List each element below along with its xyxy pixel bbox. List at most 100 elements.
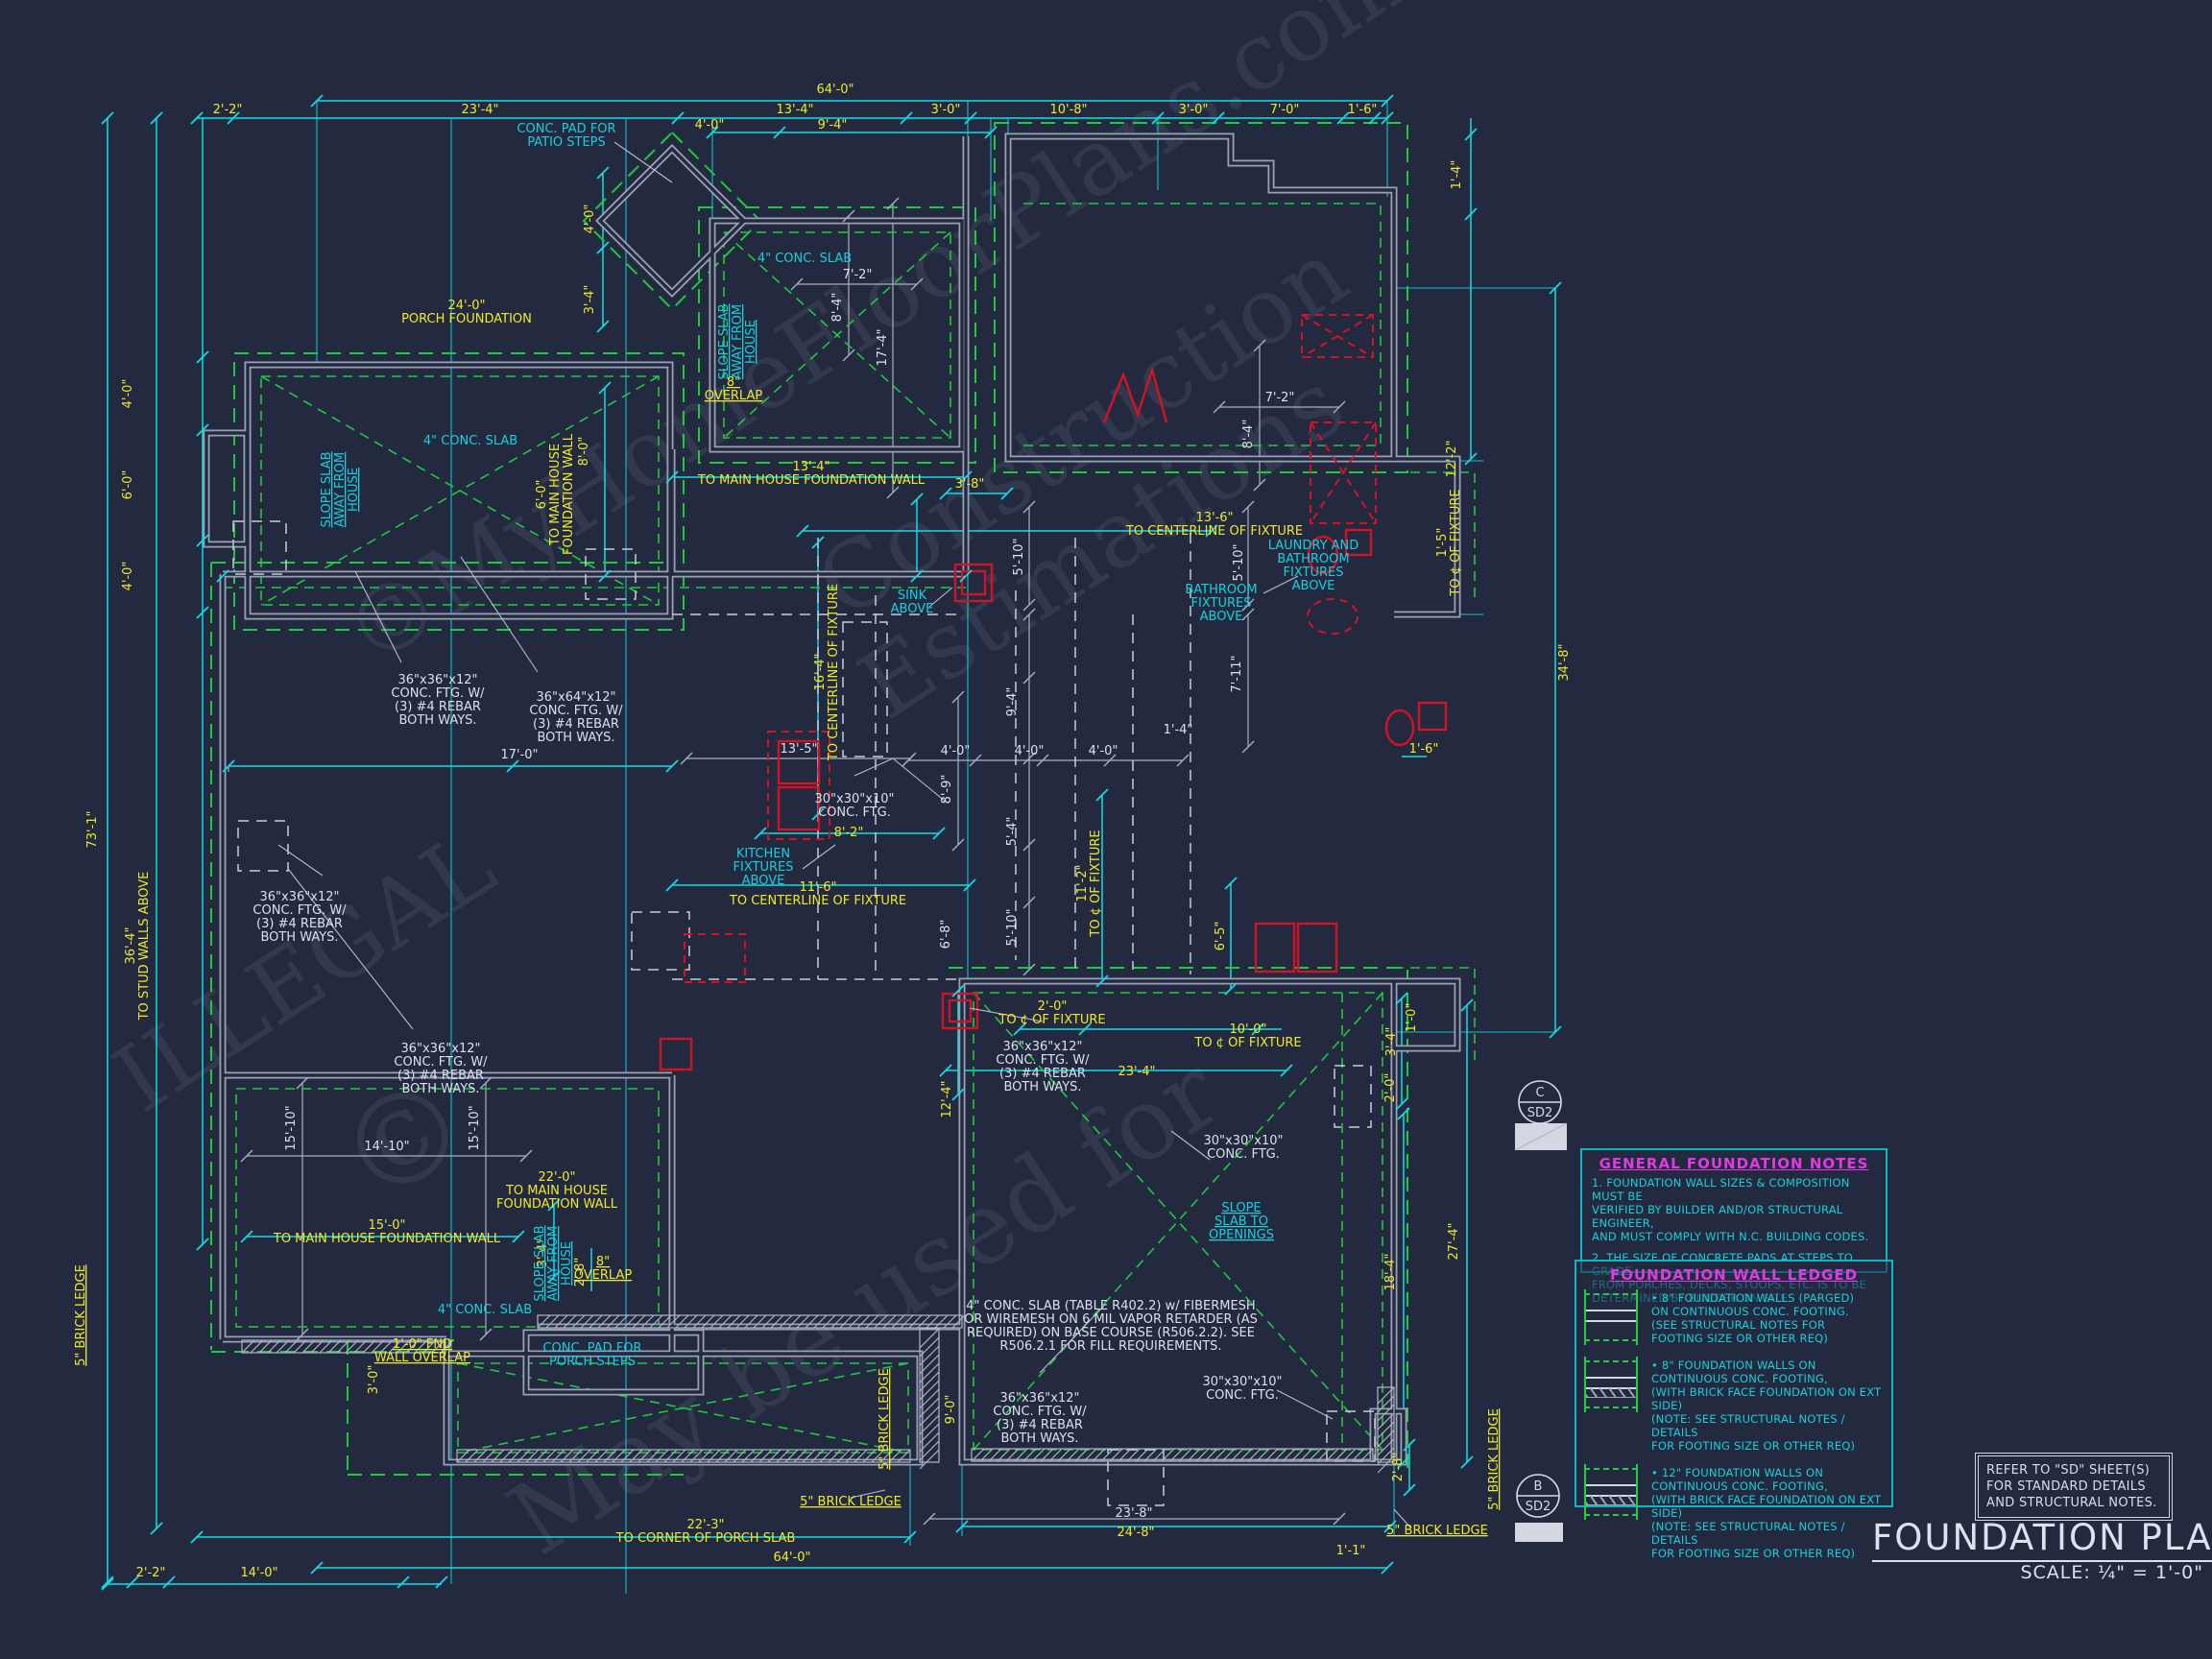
hatch-line [839,1314,854,1329]
svg-el: 36'-4" [124,926,138,964]
plan-label: 8'-2" [834,826,864,840]
svg-el: TO MAIN HOUSE FOUNDATION WALL [697,473,926,488]
hatch-line [414,1339,428,1354]
dim-tick [598,381,612,395]
plan-label: 4'-0" [121,562,135,591]
hatch-line [919,1362,940,1383]
hatch-line [319,1339,333,1354]
hatch-line [1040,1448,1054,1462]
svg-el: 5'-10" [1012,538,1026,575]
svg-el: OPENINGS [1209,1228,1274,1242]
svg-el: BATHROOM [1185,583,1257,597]
hatch-line [919,1423,940,1444]
sheet-title: FOUNDATION PLAN [1872,1517,2212,1562]
dim-tick [598,569,612,583]
svg-el: 64'-0" [816,83,854,97]
hatch-line [571,1314,586,1329]
svg-el: 3'-8" [955,477,985,492]
dim-tick [1241,598,1255,612]
hatch-border [919,1328,940,1463]
hatch-line [1377,1404,1395,1422]
general-foundation-notes-box: GENERAL FOUNDATION NOTES 1. FOUNDATION W… [1580,1148,1887,1305]
plan-label: 12'-2" [1445,440,1459,477]
hatch-line [586,1449,600,1463]
svg-el: R506.2.1 FOR FILL REQUIREMENTS. [999,1339,1221,1354]
hatch-line [1057,1448,1071,1462]
hatch-line [888,1449,902,1463]
hatch-line [293,1339,307,1354]
svg-el: PORCH STEPS [549,1355,636,1369]
plan-label: 3'-0" [1179,103,1209,117]
approval-stamps [1514,1122,1568,1542]
svg-el: 4'-0" [121,379,135,409]
footing-dashed-lines [210,122,1476,1476]
svg-el: 36"x64"x12" [537,690,616,705]
hatch-line [979,1448,994,1462]
plan-label: 17'-0" [500,748,538,762]
svg-el: 4'-0" [121,562,135,591]
plan-label: 4'-0" [941,744,971,758]
dim-tick [842,209,855,223]
svg-el: HOUSE [347,468,361,512]
dim-tick [1368,111,1382,125]
dim-tick [1013,1022,1026,1036]
svg-el: 4'-0" [583,204,597,234]
plan-label: 10'-8" [1049,103,1087,117]
dim-tick [706,126,719,139]
dim-tick [900,111,913,125]
hatch-line [620,1449,635,1463]
dim-tick [547,1198,561,1212]
svg-el: 14'-0" [240,1566,277,1580]
dim-tick [773,126,786,139]
plan-label: 15'-10" [284,1105,299,1150]
dim-tick [1460,1455,1474,1469]
hatch-line [1247,1448,1262,1462]
svg-el: 5" BRICK LEDGE [1386,1524,1488,1538]
hatch-line [1282,1448,1296,1462]
svg-el: 30"x30"x10" [1204,1134,1284,1148]
hatch-line [563,1314,577,1329]
dim-tick [1213,400,1226,414]
hatch-line [882,1314,897,1329]
hatch-line [744,1314,758,1329]
dim-tick [1022,500,1036,514]
hatch-line [874,1314,888,1329]
plan-label: 1'-6" [1348,103,1378,117]
dim-tick [1000,487,1014,500]
hatch-line [362,1339,376,1354]
svg-el: TO ¢ OF FIXTURE [1449,489,1463,596]
hatch-line [1377,1438,1395,1456]
title-block: FOUNDATION PLAN SCALE: ¼" = 1'-0" [1872,1517,2212,1583]
dim-tick [1403,1483,1416,1497]
dim-tick [1176,754,1190,767]
svg-el: TO MAIN HOUSE [548,444,563,546]
plan-label: 36'-4"TO STUD WALLS ABOVE [124,872,152,1022]
svg-el: 9'-0" [944,1395,958,1425]
dim-tick [1336,111,1350,125]
hatch-line [1204,1448,1218,1462]
dim-tick [126,1575,139,1589]
dim-tick [222,759,235,773]
dim-tick [1022,608,1036,621]
hatch-line [1195,1448,1210,1462]
svg-el: KITCHEN [736,847,790,861]
hatch-line [534,1449,548,1463]
dim-tick [310,94,324,108]
svg-el: TO MAIN HOUSE [505,1184,608,1198]
plan-label: 14'-10" [364,1140,409,1154]
plan-label: 4'-0" [1089,744,1118,758]
dim-tick [903,1530,917,1544]
hatch-line [934,1314,949,1329]
plan-label: 6'-0"TO MAIN HOUSEFOUNDATION WALL [535,433,576,555]
dim-tick [1381,94,1394,108]
dim-tick [435,1575,448,1589]
hatch-line [787,1314,802,1329]
hatch-border [241,1339,446,1354]
dim-tick [1022,752,1036,765]
hatch-line [1126,1448,1141,1462]
svg-el: 30"x30"x10" [815,792,895,806]
hatch-line [919,1380,940,1401]
plan-label: 9'-4" [1005,687,1020,717]
